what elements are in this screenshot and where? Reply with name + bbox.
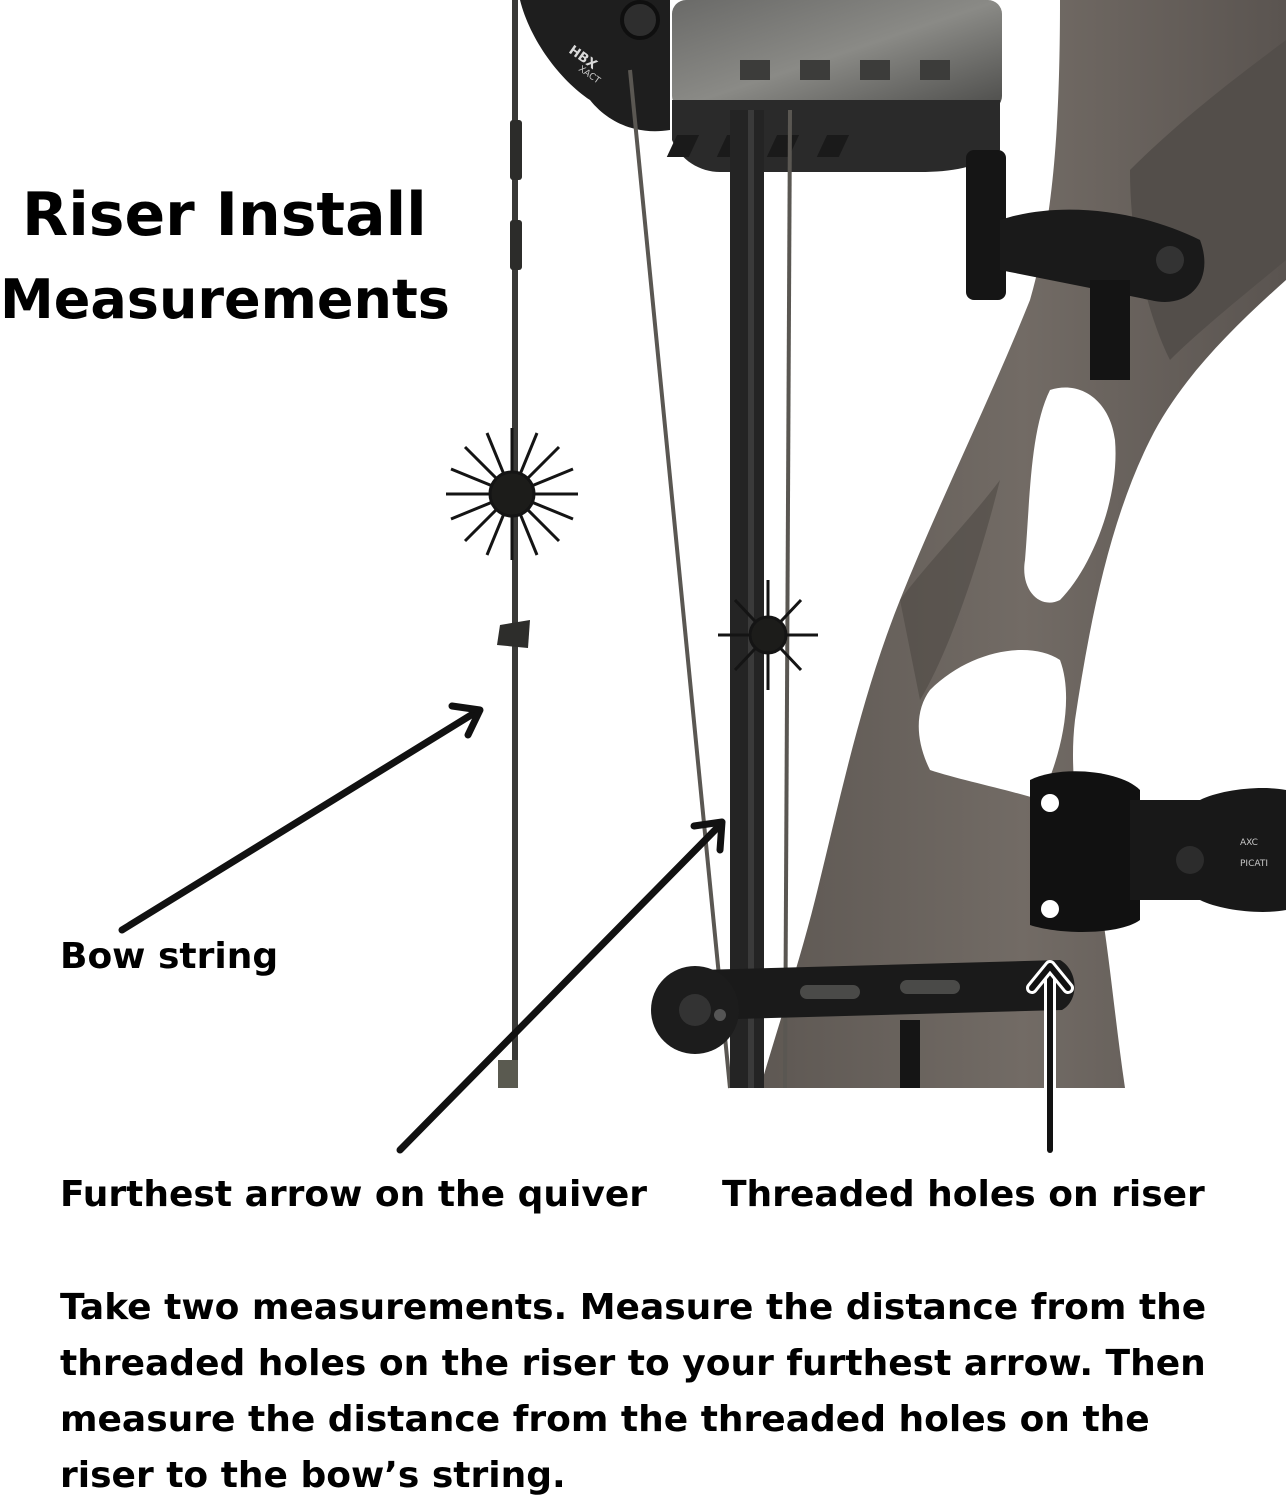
string-silencer-upper [446, 428, 578, 560]
sight-brand: AXC [1240, 838, 1258, 848]
annotation-arrows [118, 702, 1074, 1156]
callout-furthest-arrow: Furthest arrow on the quiver [60, 1174, 647, 1215]
cables [628, 69, 792, 1089]
page-title-line-1: Riser Install [22, 180, 427, 250]
callout-threaded-holes: Threaded holes on riser [722, 1174, 1205, 1215]
lower-bar [651, 960, 1075, 1088]
string-silencer-lower [718, 580, 818, 690]
arrow-to-bow-string [118, 702, 484, 934]
quiver-mount-upper [966, 150, 1205, 380]
callout-bow-string: Bow string [60, 936, 279, 977]
page-title-line-2: Measurements [0, 268, 450, 331]
arrow-to-threaded-holes [1026, 960, 1074, 1156]
bow-string [497, 0, 530, 1088]
instructions-text: Take two measurements. Measure the dista… [60, 1287, 1207, 1496]
threaded-hole-lower [1041, 900, 1059, 918]
arrow-shaft [730, 110, 764, 1088]
threaded-hole-upper [1041, 794, 1059, 812]
riser-bracket: AXC PICATI [1030, 771, 1286, 932]
sight-sub: PICATI [1240, 859, 1268, 869]
arrow-to-furthest-arrow [396, 818, 726, 1154]
top-cam: HBX XACT [520, 0, 670, 132]
top-housing [666, 0, 1002, 172]
